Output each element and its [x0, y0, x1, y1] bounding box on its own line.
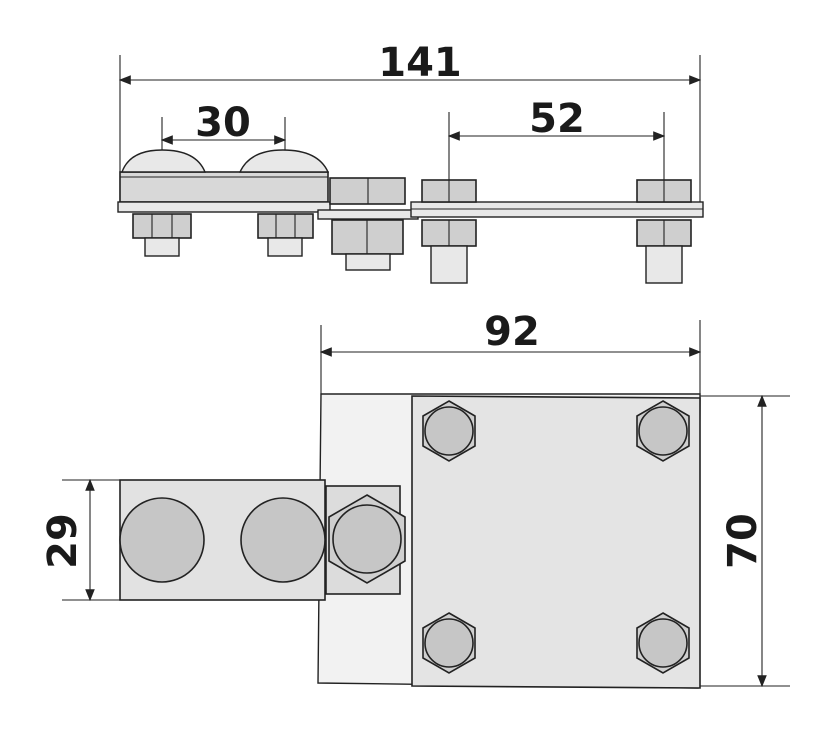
side-view: 141 30 52: [117, 40, 704, 284]
dimension-label-141: 141: [378, 40, 462, 86]
left-base-plate: [117, 201, 331, 213]
middle-strip-plate: [317, 209, 419, 220]
dimension-label-29: 29: [40, 513, 86, 569]
dome-bolt-head-right: [238, 149, 330, 173]
bolt-end-1: [144, 237, 180, 257]
hex-bolt-bottom-left: [422, 612, 476, 674]
square-clamp-plate: [411, 395, 701, 689]
hex-bolt-top-left: [422, 400, 476, 462]
hex-bolt-middle: [328, 494, 406, 584]
dimension-label-30: 30: [195, 100, 251, 146]
bolt-shank-right-2: [645, 245, 683, 284]
hex-nut-bottom-2: [257, 213, 314, 239]
hex-bolt-bottom-right: [636, 612, 690, 674]
dome-head-right-plan: [240, 497, 326, 583]
bolt-end-middle: [345, 253, 391, 271]
bolt-shank-right-1: [430, 245, 468, 284]
bolt-end-2: [267, 237, 303, 257]
dome-head-left-plan: [119, 497, 205, 583]
dimension-label-52: 52: [529, 96, 585, 142]
dimension-label-92: 92: [484, 309, 540, 355]
hex-bolt-top-right: [636, 400, 690, 462]
dimension-label-70: 70: [720, 513, 766, 569]
plan-view: 92: [40, 309, 790, 689]
hex-nut-bottom-1: [132, 213, 192, 239]
dome-bolt-head-left: [120, 149, 207, 173]
